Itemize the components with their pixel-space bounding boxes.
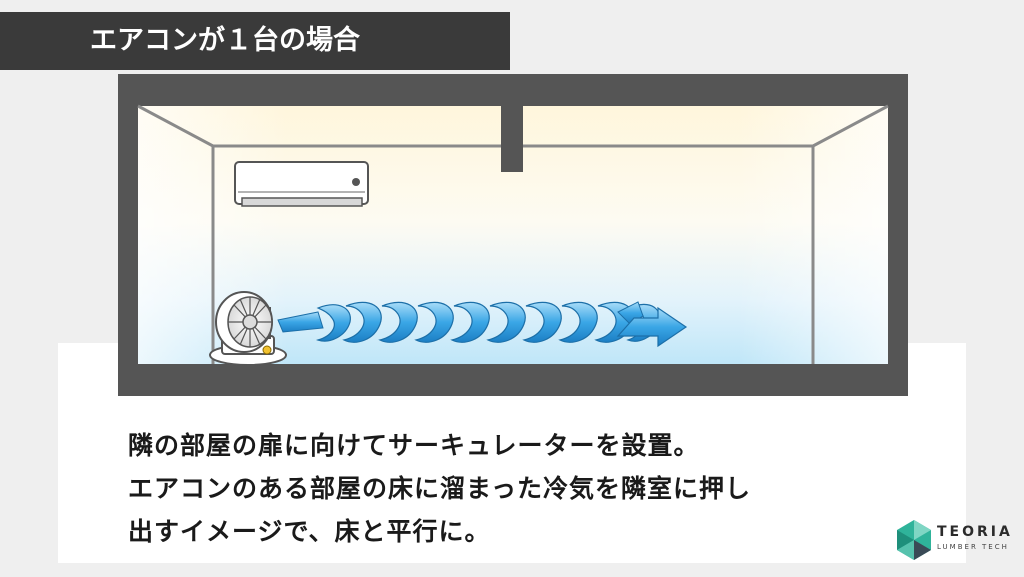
airflow-spiral-icon (277, 301, 688, 348)
page-title: エアコンが１台の場合 (90, 25, 360, 56)
caption-text: 隣の部屋の扉に向けてサーキュレーターを設置。 エアコンのある部屋の床に溜まった冷… (128, 424, 948, 553)
perspective-lines (137, 104, 889, 364)
caption-line: エアコンのある部屋の床に溜まった冷気を隣室に押し (128, 474, 752, 503)
title-bar: エアコンが１台の場合 (0, 12, 510, 70)
logo-name: TEORIA (937, 524, 1013, 540)
room-diagram (118, 74, 908, 396)
circulator-fan-icon (209, 291, 287, 366)
caption-line: 出すイメージで、床と平行に。 (128, 517, 491, 546)
wall-partition (501, 106, 523, 172)
caption-line: 隣の部屋の扉に向けてサーキュレーターを設置。 (128, 431, 700, 460)
logo-subtitle: LUMBER TECH (937, 543, 1009, 551)
teoria-logo-icon (897, 520, 931, 560)
air-conditioner-icon (234, 161, 369, 207)
teoria-logo: TEORIA LUMBER TECH (895, 516, 1015, 566)
